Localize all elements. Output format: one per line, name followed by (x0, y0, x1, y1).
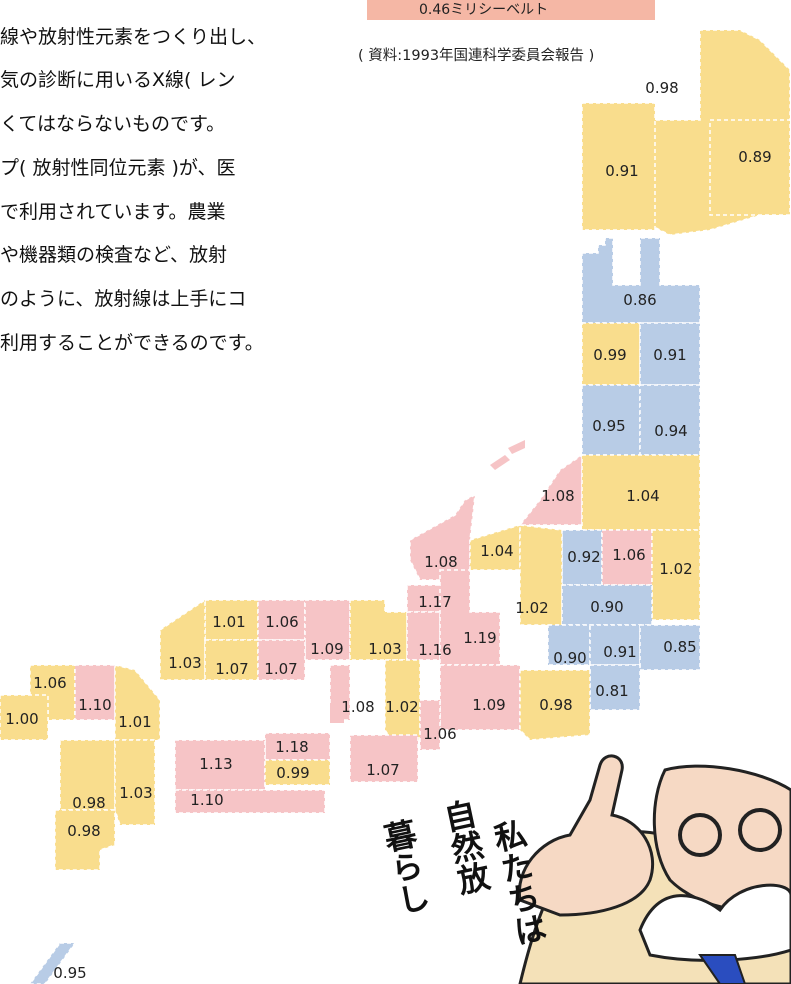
region-value-label: 1.09 (310, 640, 343, 658)
island-shape (330, 705, 344, 723)
region-value-label: 0.95 (53, 964, 86, 982)
prefecture-region (581, 237, 701, 324)
region-value-label: 0.89 (738, 148, 771, 166)
prefecture-region (419, 699, 441, 751)
region-value-label: 1.13 (199, 755, 232, 773)
source-note: ( 資料:1993年国連科学委員会報告 ) (358, 48, 595, 64)
region-value-label: 0.98 (72, 794, 105, 812)
region-value-label: 0.92 (567, 548, 600, 566)
professor-illustration (517, 754, 791, 984)
prefecture-region (174, 789, 326, 814)
paragraph-line: で利用されています。農業 (0, 201, 226, 223)
paragraph-line: のように、放射線は上手にコ (0, 288, 247, 310)
prefecture-region (709, 119, 791, 216)
region-value-label: 0.81 (595, 682, 628, 700)
region-value-label: 0.98 (645, 79, 678, 97)
region-value-label: 1.02 (659, 560, 692, 578)
region-value-label: 0.94 (654, 422, 687, 440)
region-value-label: 1.00 (5, 710, 38, 728)
prefecture-region (589, 624, 641, 666)
island-shape (490, 455, 510, 470)
region-value-label: 0.99 (593, 346, 626, 364)
legend-bar: 0.46ミリシーベルト (367, 0, 655, 20)
glasses-right-icon (738, 808, 782, 852)
region-value-label: 0.91 (603, 643, 636, 661)
paragraph-line: プ( 放射性同位元素 )が、医 (0, 157, 236, 179)
paragraph-line: 気の診断に用いるX線( レン (0, 69, 236, 91)
region-value-label: 1.08 (424, 553, 457, 571)
region-value-label: 0.98 (539, 696, 572, 714)
region-value-label: 0.91 (605, 162, 638, 180)
prefecture-region (59, 739, 116, 811)
prefecture-region (349, 734, 419, 783)
region-value-label: 1.01 (118, 713, 151, 731)
region-value-label: 1.09 (472, 696, 505, 714)
region-value-label: 1.03 (168, 654, 201, 672)
prefecture-region (0, 694, 49, 741)
region-value-label: 1.08 (341, 698, 374, 716)
region-value-label: 1.19 (463, 629, 496, 647)
region-value-label: 1.17 (418, 593, 451, 611)
region-value-label: 0.86 (623, 291, 656, 309)
region-value-label: 1.03 (368, 640, 401, 658)
prefecture-region (264, 759, 331, 786)
region-value-label: 0.90 (553, 649, 586, 667)
region-value-label: 1.04 (626, 487, 659, 505)
region-value-label: 1.02 (515, 599, 548, 617)
prefecture-region (469, 523, 521, 571)
region-value-label: 1.07 (366, 761, 399, 779)
vertical-heading-text: 暮らし (376, 816, 433, 918)
region-value-label: 1.10 (190, 791, 223, 809)
region-value-label: 0.95 (592, 417, 625, 435)
region-value-label: 1.06 (265, 613, 298, 631)
region-value-label: 1.10 (78, 696, 111, 714)
region-value-label: 1.02 (385, 698, 418, 716)
prefecture-region (519, 669, 591, 741)
paragraph-line: くてはならないものです。 (0, 113, 226, 135)
region-value-label: 0.90 (590, 598, 623, 616)
tie-shape (698, 954, 747, 984)
region-value-label: 1.06 (423, 725, 456, 743)
vertical-heading-text: 自然放 (436, 796, 493, 899)
region-value-label: 1.06 (612, 546, 645, 564)
paragraph-line: 線や放射性元素をつくり出し、 (0, 26, 267, 48)
prefecture-region (651, 529, 701, 621)
prefecture-region (257, 639, 306, 681)
legend-value: 0.46ミリシーベルト (419, 2, 549, 18)
region-value-label: 1.07 (264, 660, 297, 678)
prefecture-region (29, 942, 77, 984)
prefecture-region (54, 809, 116, 871)
prefecture-region (519, 524, 563, 626)
prefecture-region (114, 739, 156, 826)
paragraph-line: 利用することができるのです。 (0, 332, 264, 354)
region-value-label: 1.08 (541, 487, 574, 505)
region-value-label: 1.07 (215, 660, 248, 678)
region-value-label: 0.98 (67, 822, 100, 840)
prefecture-region (581, 102, 656, 231)
region-value-label: 1.06 (33, 674, 66, 692)
region-value-label: 0.91 (653, 346, 686, 364)
island-shape (508, 440, 525, 454)
region-value-label: 1.03 (119, 784, 152, 802)
region-value-label: 0.85 (663, 638, 696, 656)
paragraph-line: や機器類の検査など、放射 (0, 244, 228, 266)
prefecture-region (589, 664, 641, 711)
region-value-label: 1.16 (418, 641, 451, 659)
region-value-label: 1.18 (275, 738, 308, 756)
pointing-hand-shape (517, 754, 655, 917)
region-value-label: 1.01 (212, 613, 245, 631)
region-value-label: 1.04 (480, 542, 513, 560)
prefecture-region (639, 624, 701, 671)
region-value-label: 0.99 (276, 764, 309, 782)
glasses-left-icon (678, 813, 722, 857)
prefecture-region (349, 599, 408, 661)
prefecture-region (547, 624, 591, 666)
prefecture-region (114, 664, 161, 741)
prefecture-region (639, 384, 701, 456)
